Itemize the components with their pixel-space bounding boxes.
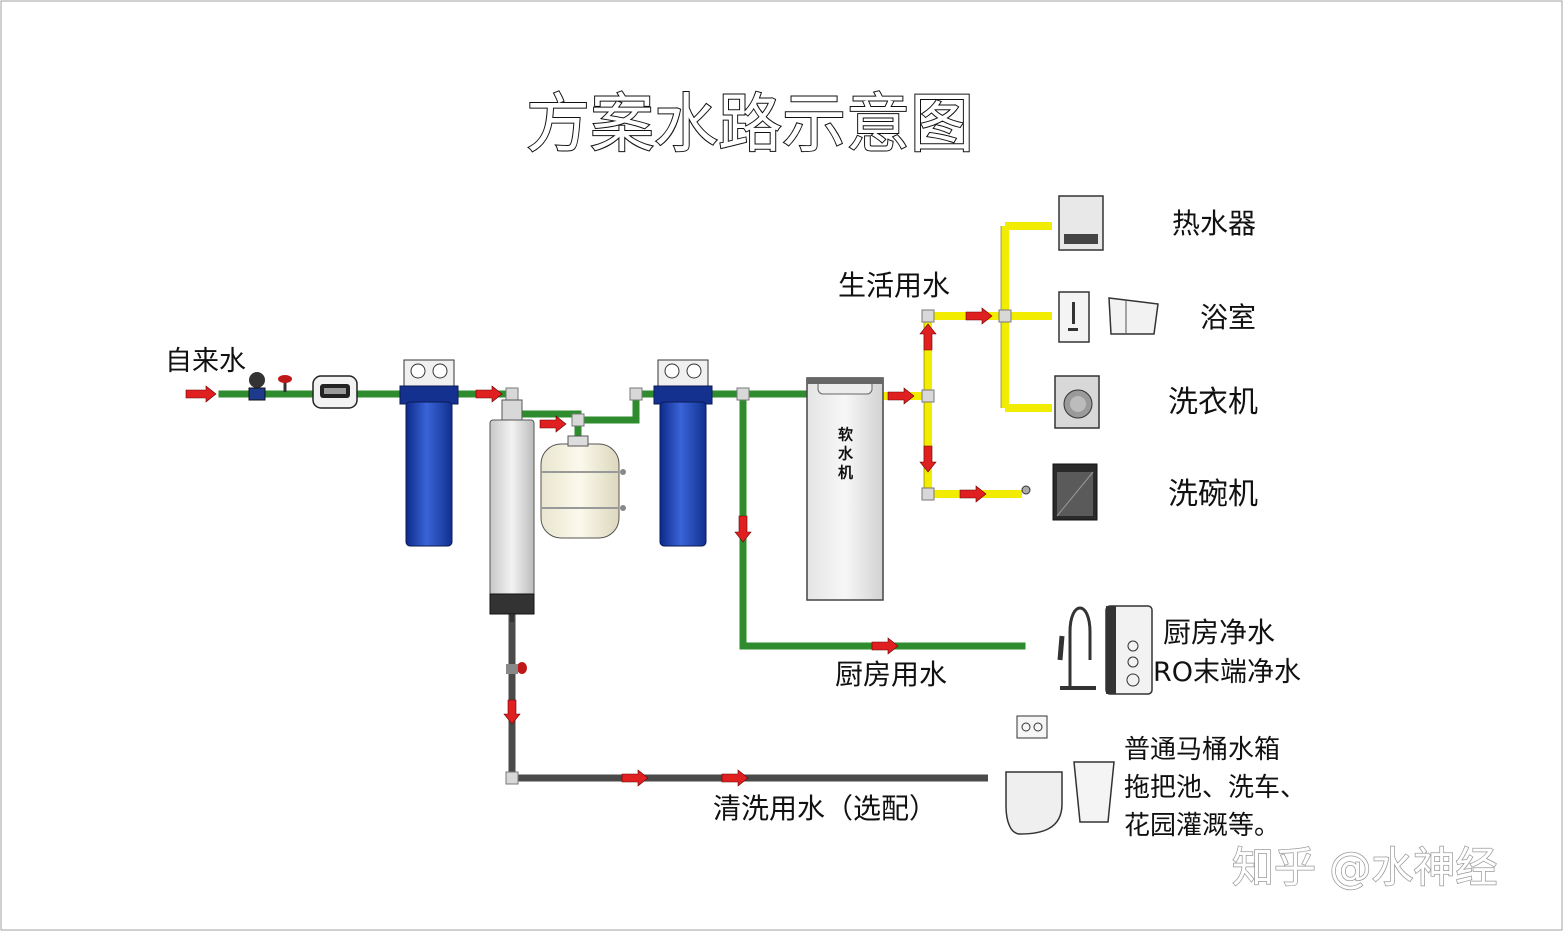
inlet-valve <box>278 375 292 392</box>
mop-sink-label: 拖把池、洗车、 <box>1124 773 1306 803</box>
pre-filter-1 <box>399 359 459 547</box>
pressure-tank <box>540 435 626 539</box>
cleaning-water-pipe <box>508 612 988 782</box>
ultrafiltration-column <box>489 399 535 674</box>
pressure-controller <box>312 375 358 409</box>
toilet-icon <box>1005 771 1063 835</box>
shower-icon <box>1058 291 1090 343</box>
main-pipe <box>218 390 1026 650</box>
toilet-tank-label: 普通马桶水箱 <box>1124 735 1280 765</box>
living-water-pipe <box>882 222 1052 498</box>
cleaning-water-label: 清洗用水（选配） <box>713 792 937 825</box>
living-water-label: 生活用水 <box>838 269 950 302</box>
ro-purifier-icon <box>1105 605 1153 695</box>
flush-panel-icon <box>1016 715 1048 739</box>
water-softener <box>806 377 884 601</box>
water-meter <box>248 372 266 401</box>
flow-arrows <box>185 307 993 787</box>
watermark: 知乎 @水神经 <box>1232 843 1497 892</box>
bathtub-icon <box>1108 297 1159 335</box>
dishwasher-label: 洗碗机 <box>1168 477 1258 512</box>
bathroom-label: 浴室 <box>1200 301 1256 334</box>
page-title: 方案水路示意图 <box>526 88 974 162</box>
pre-filter-2 <box>653 359 713 547</box>
ro-purifier-label: RO末端净水 <box>1153 657 1301 688</box>
garden-label: 花园灌溉等。 <box>1124 811 1280 841</box>
washing-machine-label: 洗衣机 <box>1168 385 1258 420</box>
water-heater-label: 热水器 <box>1172 207 1256 240</box>
softener-label: 软水机 <box>836 426 854 484</box>
kitchen-faucet-icon <box>1057 606 1096 690</box>
kitchen-water-label: 厨房用水 <box>835 658 947 691</box>
water-heater-icon <box>1058 195 1104 251</box>
dishwasher-icon <box>1021 463 1098 521</box>
washing-machine-icon <box>1054 375 1100 429</box>
kitchen-purifier-label: 厨房净水 <box>1163 616 1275 649</box>
tap-water-label: 自来水 <box>165 346 246 377</box>
pipe-fittings <box>505 309 1012 785</box>
mop-sink-icon <box>1073 761 1115 823</box>
